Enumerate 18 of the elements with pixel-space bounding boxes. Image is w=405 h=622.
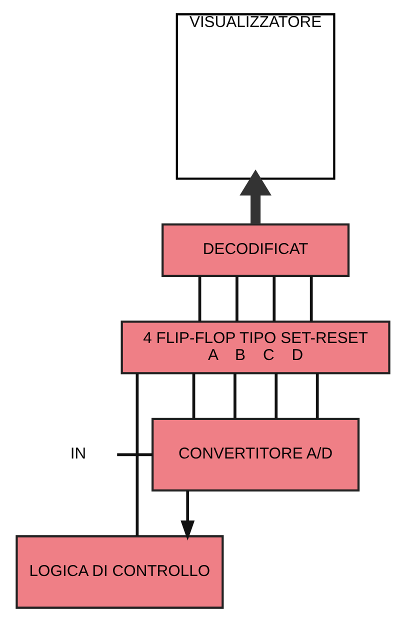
connector (235, 276, 238, 322)
connector (198, 276, 201, 322)
arrow (239, 170, 271, 224)
arrow (180, 490, 194, 540)
node-box: CONVERTITORE A/D (151, 418, 360, 492)
node-box: DECODIFICAT (161, 223, 350, 278)
node-box: 4 FLIP-FLOP TIPO SET-RESET A B C D (120, 320, 390, 374)
connector (315, 373, 318, 418)
connector (135, 374, 138, 536)
connector (272, 276, 276, 322)
connector (116, 453, 152, 456)
connector (274, 373, 278, 418)
connector (233, 373, 236, 418)
node-box: LOGICA DI CONTROLLO (15, 535, 224, 609)
connector (192, 373, 195, 418)
connector (309, 276, 312, 322)
node-text: IN (70, 446, 86, 463)
node-box: VISUALIZZATORE (175, 13, 335, 180)
